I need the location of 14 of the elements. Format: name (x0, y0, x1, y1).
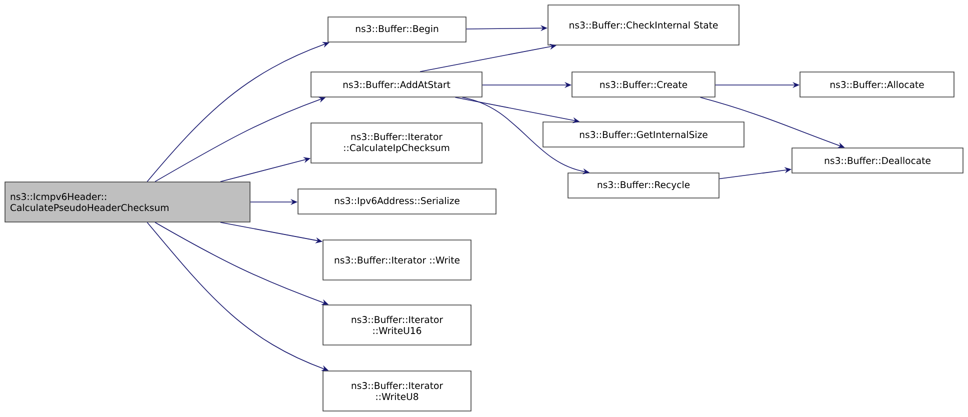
function-box: ns3::Buffer::Create (572, 72, 716, 98)
function-box: ns3::Buffer::Iterator ::WriteU8 (322, 370, 472, 412)
function-box: ns3::Buffer::CheckInternal State (548, 4, 740, 46)
function-box: ns3::Buffer::Iterator ::Write (322, 240, 472, 280)
function-box: ns3::Buffer::Recycle (568, 172, 720, 198)
function-box: ns3::Buffer::Allocate (800, 72, 954, 98)
function-box: ns3::Buffer::Deallocate (792, 148, 964, 174)
function-box: ns3::Buffer::AddAtStart (310, 72, 482, 98)
function-box: ns3::Buffer::Begin (328, 16, 466, 42)
function-box: ns3::Icmpv6Header:: CalculatePseudoHeaderChecksum (4, 182, 250, 222)
function-box: ns3::Buffer::GetInternalSize (542, 122, 744, 148)
function-box: ns3::Ipv6Address::Serialize (298, 188, 496, 214)
function-box: ns3::Buffer::Iterator ::CalculateIpChecksum (310, 122, 482, 164)
function-box: ns3::Buffer::Iterator ::WriteU16 (322, 304, 472, 346)
